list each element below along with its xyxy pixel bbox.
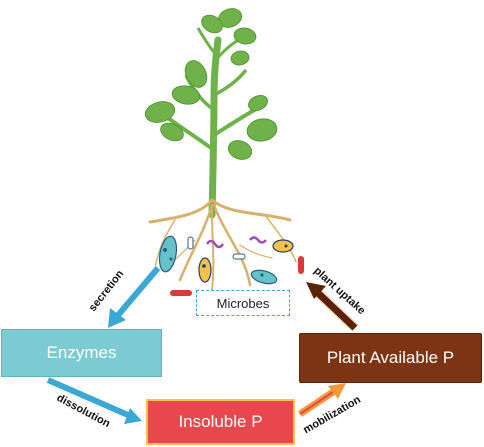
- enzymes-box: Enzymes: [1, 329, 162, 377]
- microbes-box: Microbes: [196, 290, 290, 316]
- microbes-illustration: [158, 235, 304, 296]
- secretion-arrow: [108, 265, 162, 328]
- plant-illustration: [144, 8, 278, 219]
- plant-uptake-arrow: [306, 282, 359, 332]
- insoluble-p-box: Insoluble P: [146, 399, 295, 445]
- plant-available-p-box: Plant Available P: [299, 333, 482, 383]
- dissolution-arrow: [46, 377, 142, 424]
- roots-illustration: [148, 198, 297, 291]
- mobilization-arrow: [298, 383, 346, 417]
